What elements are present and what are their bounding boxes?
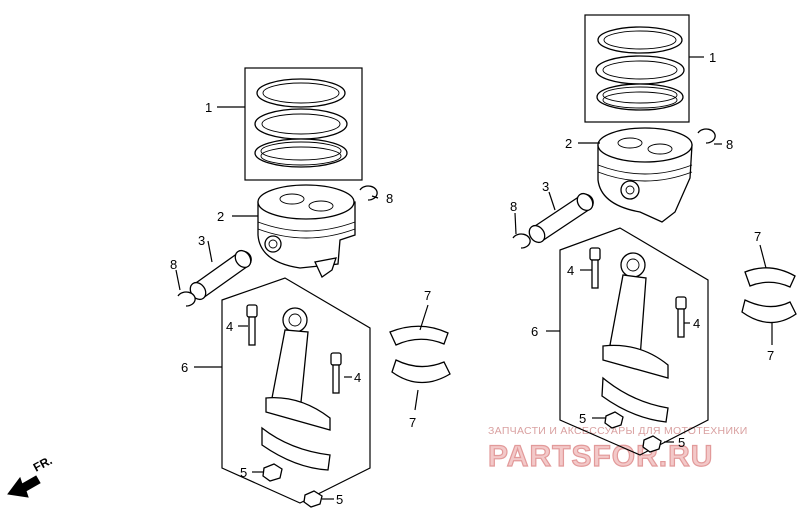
left-nut-upper (262, 463, 283, 482)
callout-left-nut-lower: 5 (336, 492, 343, 507)
right-piston-pin (528, 192, 594, 244)
right-connecting-rod (601, 252, 669, 423)
left-callouts: 1 2 3 8 8 4 4 6 5 5 7 7 (170, 100, 431, 507)
callout-left-bearing-lower: 7 (409, 415, 416, 430)
left-bearing-upper (389, 325, 449, 346)
callout-right-piston: 2 (565, 136, 572, 151)
right-nut-upper (604, 411, 624, 429)
left-rod-frame (221, 277, 371, 504)
left-pin-clip-lower (177, 291, 196, 307)
right-nut-lower (642, 435, 662, 453)
callout-left-bearing-upper: 7 (424, 288, 431, 303)
left-rod-bolt-left (246, 304, 258, 346)
callout-left-nut-upper: 5 (240, 465, 247, 480)
left-rod-bolt-right (330, 352, 342, 394)
right-rod-bolt-right (675, 296, 687, 338)
left-assembly: 1 2 3 8 8 4 4 6 5 5 7 7 (170, 67, 451, 508)
callout-left-piston: 2 (217, 209, 224, 224)
callout-right-bearing-lower: 7 (767, 348, 774, 363)
callout-right-piston-pin: 3 (542, 179, 549, 194)
callout-left-pin-clip-lower: 8 (170, 257, 177, 272)
front-direction-indicator: FR. (7, 453, 55, 498)
right-leader-lines (514, 56, 773, 443)
callout-left-rod-bolt-right: 4 (354, 370, 361, 385)
right-pin-clip-upper (697, 128, 716, 144)
callout-right-connecting-rod: 6 (531, 324, 538, 339)
left-nut-lower (303, 490, 323, 508)
left-connecting-rod (261, 307, 331, 471)
watermark-brand: PARTSFOR.RU (488, 440, 713, 473)
left-bearing-lower (391, 359, 451, 384)
callout-right-pin-clip-upper: 8 (726, 137, 733, 152)
callout-left-rod-bolt-left: 4 (226, 319, 233, 334)
left-piston-rings (244, 67, 363, 181)
left-pin-clip-upper (359, 185, 378, 201)
callout-right-piston-rings: 1 (709, 50, 716, 65)
callout-right-bearing-upper: 7 (754, 229, 761, 244)
left-piston-pin (189, 249, 252, 301)
callout-left-piston-pin: 3 (198, 233, 205, 248)
right-bearing-lower (741, 299, 797, 324)
callout-right-nut-lower: 5 (678, 435, 685, 450)
callout-right-rod-bolt-right: 4 (693, 316, 700, 331)
right-callouts: 1 2 3 8 8 4 4 6 5 5 7 7 (510, 50, 774, 450)
callout-left-connecting-rod: 6 (181, 360, 188, 375)
callout-right-rod-bolt-left: 4 (567, 263, 574, 278)
right-rod-bolt-left (589, 247, 601, 289)
left-piston (257, 184, 356, 278)
watermark-subtitle: ЗАПЧАСТИ И АКСЕССУАРЫ ДЛЯ МОТОТЕХНИКИ (488, 425, 748, 437)
right-pin-clip-lower (512, 233, 531, 249)
left-leader-lines (175, 106, 429, 500)
right-piston-rings (584, 14, 690, 123)
right-rod-frame (559, 227, 709, 456)
right-piston (597, 127, 693, 223)
front-direction-label: FR. (31, 453, 55, 474)
front-arrow-icon (7, 475, 41, 498)
right-assembly: 1 2 3 8 8 4 4 6 5 5 7 7 (510, 14, 797, 456)
watermark: ЗАПЧАСТИ И АКСЕССУАРЫ ДЛЯ МОТОТЕХНИКИ PA… (487, 425, 748, 474)
callout-left-pin-clip-upper: 8 (386, 191, 393, 206)
right-bearing-upper (744, 267, 796, 288)
callout-right-pin-clip-lower: 8 (510, 199, 517, 214)
callout-left-piston-rings: 1 (205, 100, 212, 115)
callout-right-nut-upper: 5 (579, 411, 586, 426)
